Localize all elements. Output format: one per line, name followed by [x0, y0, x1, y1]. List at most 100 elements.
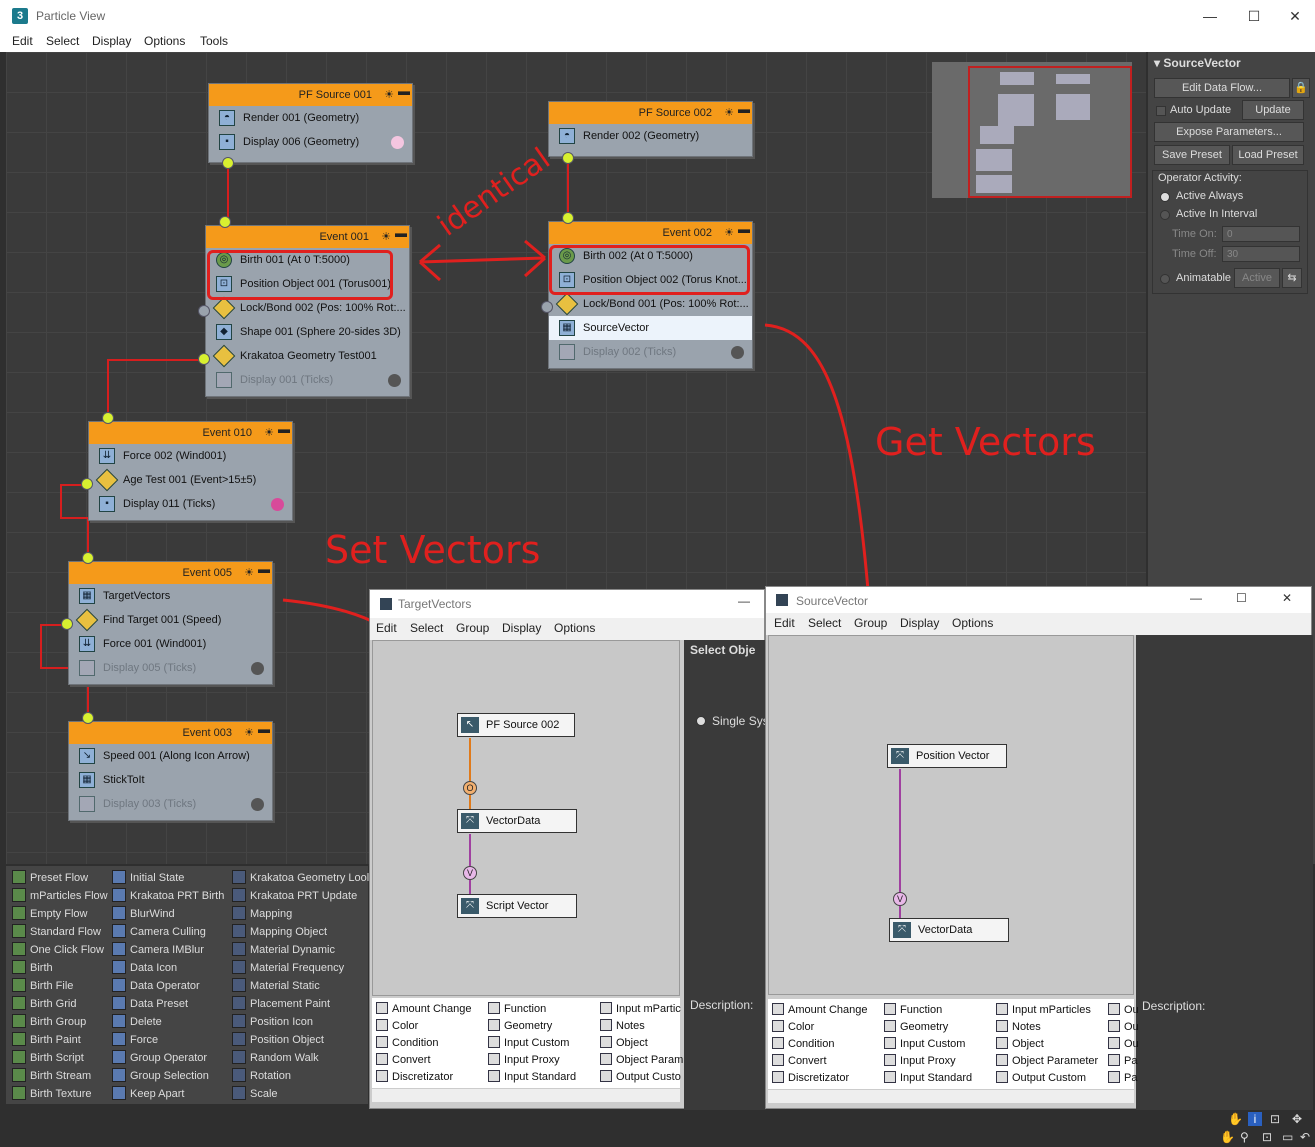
node-depot-item[interactable]: Ou [1108, 1020, 1139, 1033]
close-icon[interactable]: ✕ [1289, 8, 1301, 24]
collapse-icon[interactable]: ▬ [738, 102, 750, 116]
lightbulb-icon[interactable]: ☀ [244, 567, 254, 579]
node-depot-item[interactable]: Object [600, 1036, 648, 1049]
minimize-icon[interactable]: — [1203, 8, 1217, 24]
node-pf-source[interactable]: ↖PF Source 002 [457, 713, 575, 737]
viewport-frame[interactable] [968, 66, 1132, 198]
depot-item[interactable]: Data Preset [112, 996, 188, 1010]
pan-icon[interactable]: ✋ [1220, 1130, 1235, 1144]
display-color-swatch[interactable] [251, 798, 264, 811]
depot-item[interactable]: Preset Flow [12, 870, 88, 884]
operator-display[interactable]: ▪Display 011 (Ticks) [89, 492, 292, 516]
node-depot-item[interactable]: Condition [376, 1036, 438, 1049]
depot-item[interactable]: Birth Script [12, 1050, 84, 1064]
node-depot-item[interactable]: Input Custom [488, 1036, 569, 1049]
event-header[interactable]: Event 003☀▬ [69, 722, 272, 744]
node-depot-item[interactable]: Discretizator [376, 1070, 453, 1083]
operator-stick-to-it[interactable]: ▦StickToIt [69, 768, 272, 792]
depot-item[interactable]: Camera IMBlur [112, 942, 204, 956]
node-vector-data[interactable]: ⤧VectorData [457, 809, 577, 833]
depot-item[interactable]: Scale [232, 1086, 278, 1100]
socket-o[interactable]: O [463, 781, 477, 795]
depot-item[interactable]: Material Frequency [232, 960, 344, 974]
operator-force[interactable]: ⇊Force 001 (Wind001) [69, 632, 272, 656]
node-depot-item[interactable]: Input Proxy [488, 1053, 560, 1066]
operator-speed[interactable]: ↘Speed 001 (Along Icon Arrow) [69, 744, 272, 768]
input-socket[interactable] [82, 552, 94, 564]
node-depot-item[interactable]: Notes [600, 1019, 645, 1032]
depot-item[interactable]: Birth File [12, 978, 73, 992]
node-depot-item[interactable]: Color [772, 1020, 814, 1033]
depot-item[interactable]: Group Operator [112, 1050, 207, 1064]
depot-item[interactable]: Rotation [232, 1068, 291, 1082]
depot-item[interactable]: Data Icon [112, 960, 177, 974]
node-depot-item[interactable]: Input Standard [488, 1070, 576, 1083]
node-depot-item[interactable]: Output Custom [996, 1071, 1086, 1084]
node-depot-item[interactable]: Color [376, 1019, 418, 1032]
lightbulb-icon[interactable]: ☀ [724, 227, 734, 239]
node-depot-item[interactable]: Object Parameter [996, 1054, 1098, 1067]
operator-display[interactable]: Display 001 (Ticks) [206, 368, 409, 392]
event-005[interactable]: Event 005☀▬ ▦TargetVectors Find Target 0… [68, 561, 273, 685]
depot-item[interactable]: Birth Paint [12, 1032, 81, 1046]
node-depot-item[interactable]: Input mPartic [600, 1002, 681, 1015]
active-in-interval-radio[interactable] [1160, 210, 1170, 220]
undo-icon[interactable]: ↶ [1300, 1130, 1311, 1144]
lock-icon[interactable]: 🔒 [1292, 78, 1310, 98]
operator-display[interactable]: Display 002 (Ticks) [549, 340, 752, 364]
operator-display[interactable]: Display 003 (Ticks) [69, 792, 272, 816]
node-depot-item[interactable]: Ou [1108, 1037, 1139, 1050]
operator-render[interactable]: ◓Render 001 (Geometry) [209, 106, 412, 130]
operator-position-object[interactable]: ⊡Position Object 002 (Torus Knot... [549, 268, 752, 292]
lightbulb-icon[interactable]: ☀ [264, 427, 274, 439]
node-depot-item[interactable]: Input Standard [884, 1071, 972, 1084]
event-header[interactable]: PF Source 001☀▬ [209, 84, 412, 106]
collapse-icon[interactable]: ▬ [258, 722, 270, 736]
depot-item[interactable]: Keep Apart [112, 1086, 184, 1100]
menu-select[interactable]: Select [46, 34, 80, 48]
operator-display[interactable]: Display 005 (Ticks) [69, 656, 272, 680]
menu-group[interactable]: Group [456, 621, 490, 635]
node-depot-item[interactable]: Convert [772, 1054, 827, 1067]
depot-item[interactable]: Camera Culling [112, 924, 206, 938]
lightbulb-icon[interactable]: ☀ [381, 231, 391, 243]
depot-item[interactable]: mParticles Flow [12, 888, 108, 902]
zoom-extents-icon[interactable]: ✥ [1292, 1112, 1303, 1126]
operator-source-vector[interactable]: ▦SourceVector [549, 316, 752, 340]
pan-icon[interactable]: ✋ [1228, 1112, 1243, 1126]
close-icon[interactable]: ✕ [1282, 591, 1293, 605]
operator-age-test[interactable]: Age Test 001 (Event>15±5) [89, 468, 292, 492]
node-depot-item[interactable]: Notes [996, 1020, 1041, 1033]
node-depot-item[interactable]: Pa [1108, 1054, 1137, 1067]
save-preset-button[interactable]: Save Preset [1154, 145, 1230, 165]
event-pf-source-002[interactable]: PF Source 002☀▬ ◓Render 002 (Geometry) [548, 101, 753, 157]
menu-select[interactable]: Select [410, 621, 444, 635]
event-010[interactable]: Event 010☀▬ ⇊Force 002 (Wind001) Age Tes… [88, 421, 293, 521]
depot-item[interactable]: Placement Paint [232, 996, 330, 1010]
operator-display[interactable]: ▪Display 006 (Geometry) [209, 130, 412, 154]
animatable-radio[interactable] [1160, 274, 1170, 284]
node-depot-item[interactable]: Output Custo [600, 1070, 681, 1083]
collapse-icon[interactable]: ▬ [395, 226, 407, 240]
operator-find-target[interactable]: Find Target 001 (Speed) [69, 608, 272, 632]
depot-item[interactable]: Position Icon [232, 1014, 313, 1028]
depot-item[interactable]: Krakatoa Geometry Lool [232, 870, 369, 884]
display-color-swatch[interactable] [271, 498, 284, 511]
depot-item[interactable]: Material Dynamic [232, 942, 335, 956]
depot-item[interactable]: Birth Stream [12, 1068, 91, 1082]
event-003[interactable]: Event 003☀▬ ↘Speed 001 (Along Icon Arrow… [68, 721, 273, 821]
depot-item[interactable]: Mapping Object [232, 924, 327, 938]
input-socket[interactable] [82, 712, 94, 724]
node-depot-item[interactable]: Geometry [488, 1019, 552, 1032]
test-output-socket[interactable] [198, 353, 210, 365]
event-header[interactable]: Event 001☀▬ [206, 226, 409, 248]
display-color-swatch[interactable] [388, 374, 401, 387]
operator-render[interactable]: ◓Render 002 (Geometry) [549, 124, 752, 148]
node-depot-item[interactable]: Function [488, 1002, 546, 1015]
single-system-radio[interactable] [696, 716, 706, 726]
menu-display[interactable]: Display [900, 616, 940, 630]
depot-item[interactable]: Group Selection [112, 1068, 209, 1082]
collapse-icon[interactable]: ▬ [398, 84, 410, 98]
collapse-icon[interactable]: ▬ [258, 562, 270, 576]
event-header[interactable]: Event 005☀▬ [69, 562, 272, 584]
